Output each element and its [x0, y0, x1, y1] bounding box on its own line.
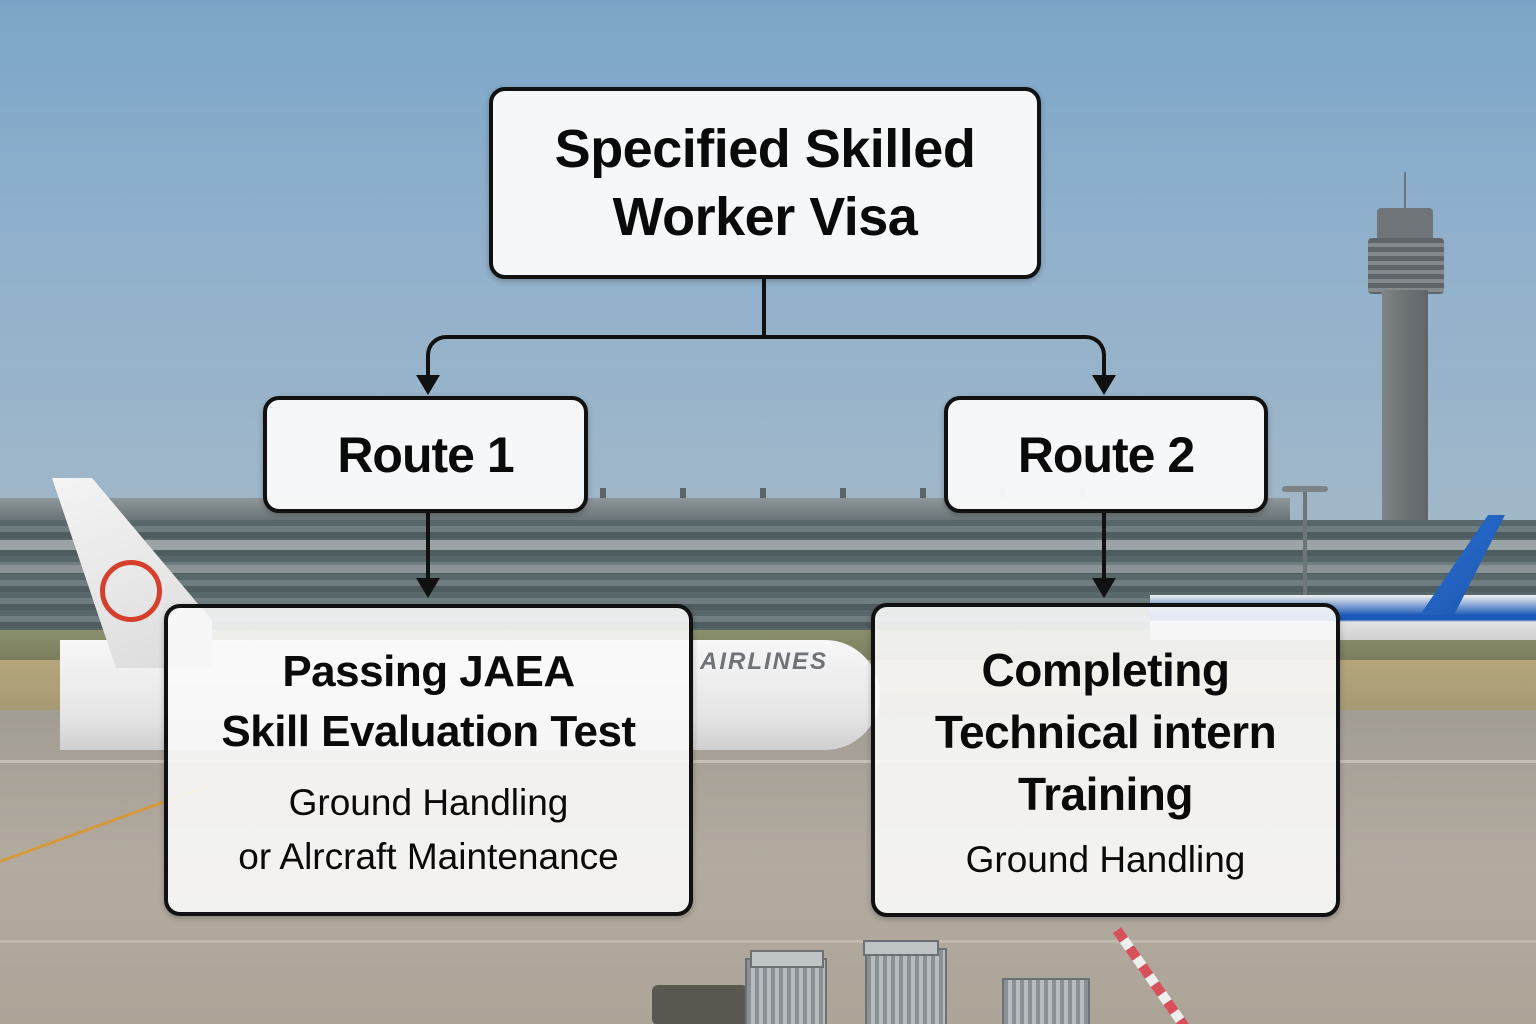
apron-marking [0, 940, 1536, 943]
route-2-requirement-line2: Technical intern [934, 706, 1277, 758]
route-2-requirement-box: Completing Technical intern Training Gro… [871, 603, 1340, 917]
connector-drop-right [1102, 360, 1106, 380]
connector-curve-right [1066, 335, 1106, 375]
control-tower-top [1377, 208, 1433, 240]
route-1-box: Route 1 [263, 396, 588, 513]
visa-title-box: Specified Skilled Worker Visa [489, 87, 1041, 279]
arrow-down-icon [1092, 578, 1116, 598]
route-1-requirement-line1: Passing JAEA [282, 647, 575, 696]
connector-route1-down [426, 510, 430, 582]
baggage-tug [652, 985, 748, 1024]
sky [0, 0, 1536, 560]
route-2-requirement-line3: Training [1018, 768, 1193, 820]
route-2-label: Route 2 [1017, 426, 1195, 483]
baggage-cart [1002, 978, 1090, 1024]
control-tower-antenna [1404, 172, 1406, 208]
route-2-box: Route 2 [944, 396, 1268, 513]
terminal-band [0, 540, 1536, 550]
connector-trunk [762, 276, 766, 338]
lamp-pole [1303, 490, 1307, 600]
route-1-field-line1: Ground Handling [288, 782, 569, 823]
route-2-requirement-line1: Completing [981, 644, 1230, 696]
arrow-down-icon [416, 578, 440, 598]
connector-horizontal [446, 335, 1086, 339]
visa-title-line2: Worker Visa [612, 187, 918, 247]
baggage-cart-top [750, 950, 824, 968]
baggage-cart [865, 948, 947, 1024]
connector-drop-left [426, 360, 430, 380]
control-tower-cab [1368, 238, 1444, 294]
arrow-down-icon [1092, 375, 1116, 395]
visa-title-line1: Specified Skilled [554, 119, 976, 179]
route-2-field-line1: Ground Handling [965, 839, 1246, 880]
terminal-band [0, 565, 1536, 573]
route-1-label: Route 1 [337, 426, 514, 483]
route-1-requirement-box: Passing JAEA Skill Evaluation Test Groun… [164, 604, 693, 916]
route-1-requirement-line2: Skill Evaluation Test [221, 707, 636, 756]
route-1-field-line2: or Alrcraft Maintenance [238, 836, 619, 877]
control-tower [1382, 290, 1428, 550]
arrow-down-icon [416, 375, 440, 395]
lamp-head [1282, 486, 1328, 492]
connector-curve-left [426, 335, 466, 375]
aircraft-livery-text: AIRLINES [700, 648, 829, 675]
apron-marking [0, 760, 1536, 763]
baggage-cart-top [863, 940, 939, 956]
connector-route2-down [1102, 510, 1106, 582]
crane-logo-icon [100, 560, 162, 622]
